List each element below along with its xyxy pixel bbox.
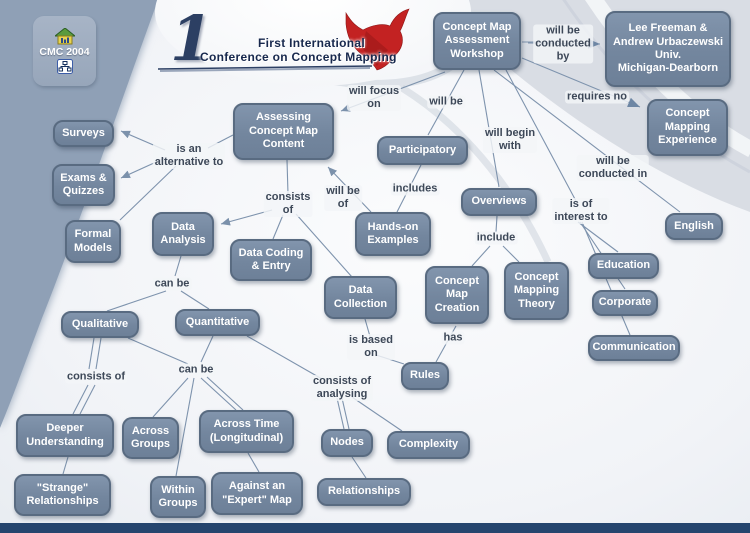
link-is-an-alternative-to[interactable]: is an alternative to bbox=[152, 143, 226, 169]
node-nodes[interactable]: Nodes bbox=[321, 429, 373, 457]
node-across-time-longitudinal[interactable]: Across Time (Longitudinal) bbox=[199, 410, 294, 453]
node-participatory[interactable]: Participatory bbox=[377, 136, 468, 165]
node-concept-mapping-experience[interactable]: Concept Mapping Experience bbox=[647, 99, 728, 156]
node-overviews[interactable]: Overviews bbox=[461, 188, 537, 216]
node-quantitative[interactable]: Quantitative bbox=[175, 309, 260, 336]
cmc-2004-badge: CMC 2004 bbox=[33, 16, 96, 86]
node-against-expert-map[interactable]: Against an "Expert" Map bbox=[211, 472, 303, 515]
node-concept-map-creation[interactable]: Concept Map Creation bbox=[425, 266, 489, 324]
node-rules[interactable]: Rules bbox=[401, 362, 449, 390]
red-bull-logo bbox=[345, 8, 410, 71]
badge-title: CMC 2004 bbox=[39, 46, 90, 58]
node-data-analysis[interactable]: Data Analysis bbox=[152, 212, 214, 256]
node-exams-quizzes[interactable]: Exams & Quizzes bbox=[52, 164, 115, 206]
link-will-be-conducted-by[interactable]: will be conducted by bbox=[533, 24, 593, 64]
node-data-collection[interactable]: Data Collection bbox=[324, 276, 397, 319]
link-consists-of-analysing[interactable]: consists of analysing bbox=[310, 375, 374, 401]
house-chart-icon bbox=[54, 28, 75, 45]
node-education[interactable]: Education bbox=[588, 253, 659, 279]
link-include[interactable]: include bbox=[474, 231, 518, 245]
link-will-be-of[interactable]: will be of bbox=[324, 185, 362, 211]
link-will-begin-with[interactable]: will begin with bbox=[482, 127, 538, 153]
node-assessing-concept-map-content[interactable]: Assessing Concept Map Content bbox=[233, 103, 334, 160]
link-will-be[interactable]: will be bbox=[427, 95, 465, 109]
link-includes[interactable]: includes bbox=[390, 182, 440, 196]
node-english[interactable]: English bbox=[665, 213, 723, 240]
banner-numeral: 1 bbox=[170, 2, 214, 75]
node-formal-models[interactable]: Formal Models bbox=[65, 220, 121, 263]
node-strange-relationships[interactable]: "Strange" Relationships bbox=[14, 474, 111, 516]
node-across-groups[interactable]: Across Groups bbox=[122, 417, 179, 459]
link-consists-of-2[interactable]: consists of bbox=[64, 370, 128, 384]
link-is-based-on[interactable]: is based on bbox=[346, 334, 396, 360]
link-will-focus-on[interactable]: will focus on bbox=[346, 85, 402, 111]
sitemap-icon bbox=[56, 59, 73, 74]
link-consists-of[interactable]: consists of bbox=[263, 191, 313, 217]
node-data-coding-entry[interactable]: Data Coding & Entry bbox=[230, 239, 312, 281]
node-hands-on-examples[interactable]: Hands-on Examples bbox=[355, 212, 431, 256]
node-communication[interactable]: Communication bbox=[588, 335, 680, 361]
node-surveys[interactable]: Surveys bbox=[53, 120, 114, 147]
link-can-be-2[interactable]: can be bbox=[176, 363, 216, 377]
link-can-be[interactable]: can be bbox=[152, 277, 192, 291]
banner-title-line2: Conference on Concept Mapping bbox=[200, 50, 397, 64]
banner-title-line1: First International bbox=[258, 36, 366, 50]
link-will-be-conducted-in[interactable]: will be conducted in bbox=[576, 155, 650, 181]
node-deeper-understanding[interactable]: Deeper Understanding bbox=[16, 414, 114, 457]
node-concept-mapping-theory[interactable]: Concept Mapping Theory bbox=[504, 262, 569, 320]
node-complexity[interactable]: Complexity bbox=[387, 431, 470, 459]
link-requires-no[interactable]: requires no bbox=[565, 90, 629, 104]
link-has[interactable]: has bbox=[441, 331, 465, 345]
link-is-of-interest-to[interactable]: is of interest to bbox=[552, 198, 610, 224]
node-concept-map-assessment-workshop[interactable]: Concept Map Assessment Workshop bbox=[433, 12, 521, 70]
node-relationships[interactable]: Relationships bbox=[317, 478, 411, 506]
node-qualitative[interactable]: Qualitative bbox=[61, 311, 139, 338]
node-corporate[interactable]: Corporate bbox=[592, 290, 658, 316]
node-within-groups[interactable]: Within Groups bbox=[150, 476, 206, 518]
node-lee-freeman-univ[interactable]: Lee Freeman & Andrew Urbaczewski Univ. M… bbox=[605, 11, 731, 87]
